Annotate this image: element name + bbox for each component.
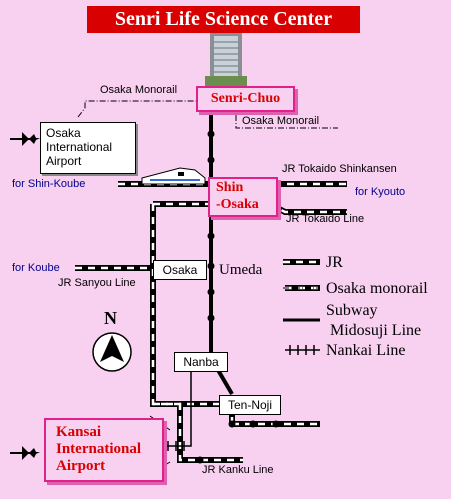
kansai-airport-line1: Kansai [56,424,102,440]
station-umeda: Umeda [219,262,263,278]
label-monorail-right: Osaka Monorail [242,115,320,127]
osaka-international-airport: Osaka International Airport [40,122,136,174]
label-sanyou: JR Sanyou Line [58,277,136,289]
tennoji-dots [196,420,280,464]
station-osaka: Osaka [153,260,207,280]
station-nanba: Nanba [174,352,228,372]
shinkansen-train-icon [141,167,206,185]
midosuji-line [209,104,234,396]
nankai-line [162,345,320,451]
label-monorail-left: Osaka Monorail [100,84,178,96]
legend-nankai: Nankai Line [326,342,406,359]
legend-samples [283,259,320,322]
kansai-international-airport: Kansai International Airport [44,418,164,482]
building-icon [205,32,247,86]
station-senri-chuo: Senri-Chuo [196,86,295,112]
compass-north-label: N [104,308,117,328]
label-shinkansen: JR Tokaido Shinkansen [282,163,397,175]
station-shin-osaka: Shin -Osaka [208,177,278,217]
label-kanku: JR Kanku Line [202,464,274,476]
station-tennoji: Ten-Noji [219,395,281,415]
osaka-airport-line1: Osaka [46,126,81,140]
midosuji-stops [207,108,215,322]
legend-jr: JR [326,254,343,271]
page-title: Senri Life Science Center [114,8,333,30]
legend-subway-2: Midosuji Line [330,322,422,339]
airplane-icon [10,446,40,460]
direction-shin-koube: for Shin-Koube [12,178,86,190]
airplane-icon [10,132,40,146]
osaka-airport-line3: Airport [46,154,82,168]
kansai-airport-line3: Airport [56,458,106,474]
osaka-airport-line2: International [46,140,113,154]
station-shin-osaka-line2: -Osaka [216,197,259,212]
title-banner: Senri Life Science Center [87,6,360,33]
direction-kyouto: for Kyouto [355,186,406,198]
direction-koube: for Koube [12,262,60,274]
station-shin-osaka-line1: Shin [216,180,244,195]
kansai-airport-line2: International [56,441,142,457]
compass-icon [92,332,132,372]
legend-monorail: Osaka monorail [326,280,428,297]
legend-subway-1: Subway [326,302,378,319]
label-tokaido: JR Tokaido Line [286,213,365,225]
